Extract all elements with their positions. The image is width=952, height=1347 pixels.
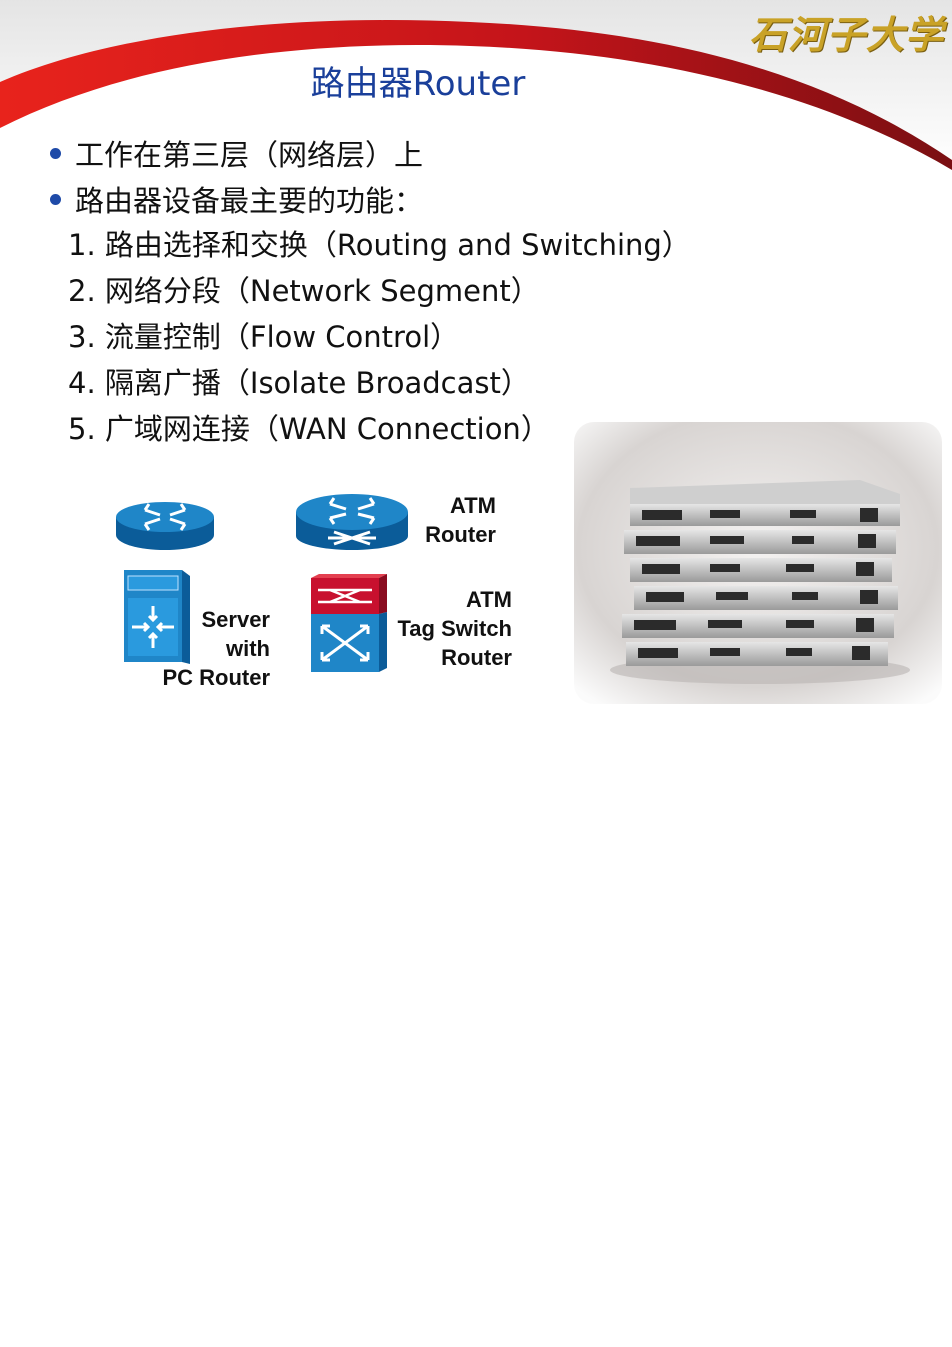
function-item: 2. 网络分段（Network Segment） [68, 274, 540, 308]
function-item: 4. 隔离广播（Isolate Broadcast） [68, 366, 530, 400]
label-line: ATM [465, 587, 512, 612]
label-line: PC Router [162, 665, 270, 690]
label-line: Router [441, 645, 512, 670]
function-item: 1. 路由选择和交换（Routing and Switching） [68, 228, 691, 262]
bullet-list: 工作在第三层（网络层）上 路由器设备最主要的功能： [50, 130, 423, 222]
slide: 石河子大学 路由器Router 工作在第三层（网络层）上 路由器设备最主要的功能… [0, 0, 952, 714]
bullet-item: 路由器设备最主要的功能： [50, 176, 423, 222]
label-line: ATM [449, 493, 496, 518]
function-list: 1. 路由选择和交换（Routing and Switching） 2. 网络分… [68, 222, 691, 452]
bullet-dot-icon [50, 193, 61, 205]
tag-switch-label: ATM Tag Switch Router [380, 585, 513, 672]
header-swoosh [0, 0, 952, 170]
pc-router-label: Server with PC Router [140, 605, 270, 692]
label-line: with [226, 636, 270, 661]
university-logo: 石河子大学 [748, 12, 944, 57]
router-icon [116, 502, 214, 550]
network-icons [116, 494, 408, 672]
function-item: 3. 流量控制（Flow Control） [68, 320, 460, 354]
atm-router-icon [296, 494, 408, 550]
page-title: 路由器Router [310, 64, 526, 104]
server-pc-router-icon [124, 570, 190, 664]
label-line: Server [201, 607, 270, 632]
function-item: 5. 广域网连接（WAN Connection） [68, 412, 550, 446]
router-chassis [630, 480, 900, 526]
atm-tag-switch-router-icon [311, 574, 387, 672]
bullet-item: 工作在第三层（网络层）上 [50, 130, 423, 176]
bullet-text: 工作在第三层（网络层）上 [75, 138, 424, 172]
router-stack-photo [560, 408, 952, 714]
atm-router-label: ATM Router [400, 491, 496, 549]
bullet-text: 路由器设备最主要的功能： [75, 184, 424, 218]
label-line: Tag Switch [397, 616, 513, 641]
label-line: Router [425, 522, 496, 547]
bullet-dot-icon [50, 147, 61, 159]
